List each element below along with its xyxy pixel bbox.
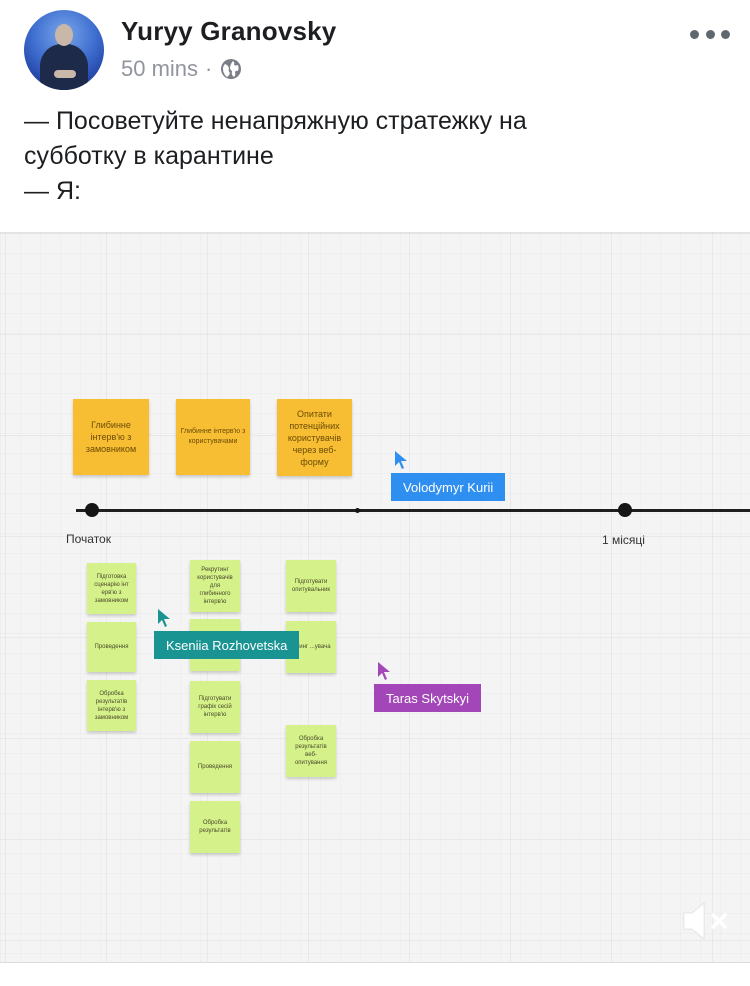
globe-icon bbox=[221, 59, 242, 79]
sticky-note[interactable]: Проведення bbox=[87, 622, 136, 672]
sticky-note[interactable]: Глибинне інтерв'ю з замовником bbox=[73, 399, 149, 475]
timeline-line bbox=[76, 509, 750, 512]
post-text-line: — Посоветуйте ненапряжную стратежку на bbox=[24, 107, 527, 135]
author-name[interactable]: Yuryy Granovsky bbox=[121, 16, 337, 46]
post-meta: 50 mins · bbox=[121, 56, 243, 82]
cursor-icon bbox=[395, 451, 407, 469]
post-video[interactable]: Початок 1 місяці Глибинне інтерв'ю з зам… bbox=[0, 232, 750, 963]
sticky-note[interactable]: Проведення bbox=[190, 741, 240, 793]
sticky-note[interactable]: Опитати потенційних користувачів через в… bbox=[277, 399, 352, 476]
speaker-muted-icon[interactable] bbox=[680, 897, 732, 945]
meta-separator: · bbox=[205, 56, 213, 81]
post-text: — Посоветуйте ненапряжную стратежку на с… bbox=[24, 104, 724, 209]
sticky-note[interactable]: Підготовка сценарію інт ерв'ю з замовник… bbox=[87, 563, 136, 614]
timeline-end-label: 1 місяці bbox=[602, 533, 645, 547]
sticky-note[interactable]: Глибинне інтерв'ю з користувачами bbox=[176, 399, 250, 475]
post-text-line: субботку в карантине bbox=[24, 142, 274, 170]
cursor-icon bbox=[378, 662, 390, 680]
timeline-end-dot bbox=[618, 503, 632, 517]
post-header: Yuryy Granovsky 50 mins · bbox=[0, 0, 750, 100]
sticky-note[interactable]: Обробка результатів веб-опитування bbox=[286, 725, 336, 777]
sticky-note[interactable]: Обробка результатів bbox=[190, 801, 240, 853]
timeline-start-dot bbox=[85, 503, 99, 517]
avatar[interactable] bbox=[24, 10, 104, 90]
sticky-note[interactable]: Підготувати графік сесій інтерв'ю bbox=[190, 681, 240, 733]
post-text-line: — Я: bbox=[24, 177, 81, 205]
collaborator-name-tag: Kseniia Rozhovetska bbox=[154, 631, 300, 659]
timeline-start-label: Початок bbox=[66, 532, 111, 546]
sticky-note[interactable]: Рекрутинг користувачів для глибинного ін… bbox=[190, 560, 240, 612]
sticky-note[interactable]: Обробка результатів інтерв'ю з замовнико… bbox=[87, 680, 136, 731]
cursor-icon bbox=[158, 609, 170, 627]
sticky-note[interactable]: Підготувати опитувальник bbox=[286, 560, 336, 612]
collaborator-name-tag: Taras Skytskyi bbox=[374, 684, 482, 712]
post-time[interactable]: 50 mins bbox=[121, 56, 199, 81]
collaborator-name-tag: Volodymyr Kurii bbox=[391, 473, 506, 501]
timeline-mid-dot bbox=[355, 508, 360, 513]
more-horizontal-icon[interactable] bbox=[690, 24, 730, 44]
